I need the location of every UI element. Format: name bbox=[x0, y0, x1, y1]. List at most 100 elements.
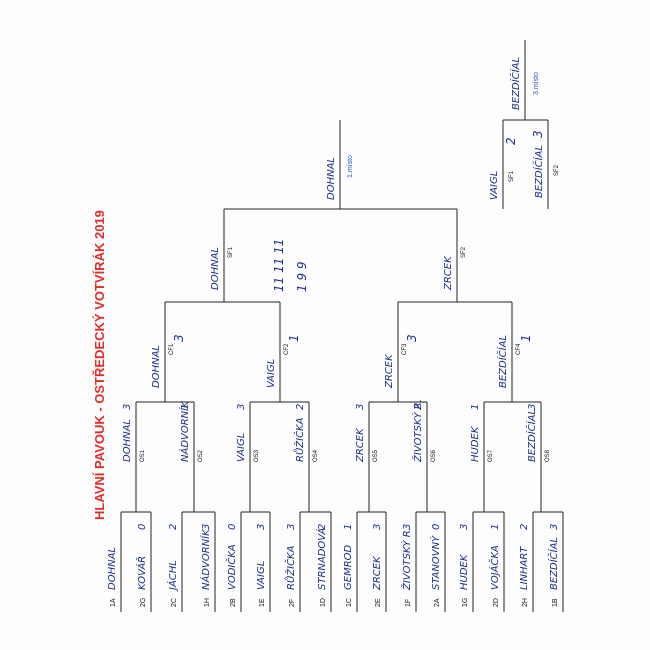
third-place-label: 3.místo bbox=[533, 72, 540, 95]
match-score: 3 bbox=[172, 334, 186, 342]
player-name: LINHART bbox=[519, 546, 530, 590]
player-name: HUDEK bbox=[470, 425, 481, 462]
match-score: 3 bbox=[402, 524, 413, 530]
match-score: 2 bbox=[504, 137, 518, 145]
player-name: ZRCEK bbox=[372, 555, 383, 591]
player-name: KOVÁŘ bbox=[135, 556, 148, 590]
player-name: HUDEK bbox=[459, 553, 470, 590]
match-code: SF2 bbox=[554, 164, 560, 176]
match-score: 3 bbox=[236, 404, 247, 410]
match-code: SF1 bbox=[509, 170, 515, 182]
match-code: OS8 bbox=[545, 449, 551, 462]
seed-label: 2H bbox=[522, 598, 529, 607]
player-name: VAIGL bbox=[236, 433, 247, 462]
match-code: CF1 bbox=[169, 343, 175, 355]
match-score: 1 bbox=[519, 334, 533, 342]
match-score: 3 bbox=[459, 524, 470, 530]
match-score: 3 bbox=[355, 404, 366, 410]
match-score: 1 bbox=[180, 404, 191, 410]
seed-label: 2G bbox=[140, 598, 147, 607]
player-name: ŽIVOTSKÝ R. bbox=[400, 527, 413, 591]
match-score: 0 bbox=[431, 524, 442, 530]
match-score: 3 bbox=[286, 524, 297, 530]
player-name: BEZDÍČÍAL bbox=[496, 335, 509, 388]
player-name: DOHNAL bbox=[122, 419, 133, 462]
player-name: DOHNAL bbox=[210, 247, 221, 290]
match-code: CF4 bbox=[516, 343, 522, 355]
final-winner: DOHNAL bbox=[326, 157, 337, 200]
match-score: 3 bbox=[405, 334, 419, 342]
match-score: 11 11 11 bbox=[272, 239, 286, 292]
player-name: VODIČKA bbox=[225, 544, 238, 590]
player-name: GEMROD bbox=[343, 544, 354, 590]
match-score: 0 bbox=[227, 524, 238, 530]
match-code: OS1 bbox=[140, 449, 146, 462]
match-code: OS7 bbox=[488, 449, 494, 462]
match-score: 3 bbox=[531, 130, 545, 138]
player-name: NÁDVORNÍK bbox=[199, 528, 212, 590]
third-place-winner: BEZDÍČÍAL bbox=[509, 57, 522, 110]
seed-label: 1H bbox=[204, 598, 211, 607]
player-name: RŮŽIČKA bbox=[293, 417, 306, 462]
match-score: 2 bbox=[413, 404, 424, 410]
seed-label: 2D bbox=[493, 598, 500, 607]
player-name: JÁCHL bbox=[166, 560, 179, 592]
seed-label: 1B bbox=[552, 598, 559, 607]
match-score: 3 bbox=[372, 524, 383, 530]
match-score: 2 bbox=[295, 404, 306, 410]
player-name: ŽIVOTSKÝ R. bbox=[411, 399, 424, 463]
match-code: OS2 bbox=[198, 449, 204, 462]
match-score: 3 bbox=[201, 524, 212, 530]
match-score: 3 bbox=[527, 404, 538, 410]
seed-label: 1D bbox=[320, 598, 327, 607]
player-name: DOHNAL bbox=[107, 547, 118, 590]
player-name: NÁDVORNÍK bbox=[178, 400, 191, 462]
player-name: ZRCEK bbox=[384, 353, 395, 389]
player-name: VAIGL bbox=[489, 171, 500, 200]
match-code: SF2 bbox=[461, 246, 467, 258]
player-name: ZRCEK bbox=[443, 255, 454, 291]
player-name: RŮŽIČKA bbox=[284, 545, 297, 590]
seed-label: 1E bbox=[259, 598, 266, 607]
player-name: BEZDÍČÍAL bbox=[525, 409, 538, 462]
match-score: 1 bbox=[470, 404, 481, 410]
seed-label: 1C bbox=[346, 598, 353, 607]
seed-label: 1G bbox=[462, 598, 469, 607]
player-name: VAIGL bbox=[266, 359, 277, 388]
seed-label: 2F bbox=[289, 599, 296, 607]
player-name: VOJÁČKA bbox=[488, 545, 501, 590]
match-code: CF3 bbox=[402, 343, 408, 355]
match-score: 0 bbox=[137, 524, 148, 530]
player-name: BEZDÍČÍAL bbox=[547, 537, 560, 590]
match-code: OS5 bbox=[373, 449, 379, 462]
match-code: OS3 bbox=[254, 449, 260, 462]
match-score: 2 bbox=[519, 524, 530, 530]
match-score: 2 bbox=[317, 524, 328, 530]
match-score: 1 bbox=[490, 524, 501, 530]
player-name: STRNADOVÁ bbox=[315, 528, 328, 590]
match-code: SF1 bbox=[228, 246, 234, 258]
player-name: VAIGL bbox=[256, 561, 267, 590]
match-code: OS4 bbox=[313, 449, 319, 462]
match-score: 1 bbox=[343, 524, 354, 530]
sheet-title: HLAVNÍ PAVOUK - OSTŘEDECKÝ VOTVÍRÁK 2019 bbox=[92, 210, 107, 520]
seed-label: 1F bbox=[405, 599, 412, 607]
match-score: 3 bbox=[256, 524, 267, 530]
seed-label: 2A bbox=[434, 598, 441, 607]
match-score: 1 9 9 bbox=[295, 261, 309, 292]
bracket-labels: 1ADOHNAL2GKOVÁŘ02CJÁCHL21HNÁDVORNÍK32BVO… bbox=[107, 57, 560, 607]
seed-label: 2C bbox=[171, 598, 178, 607]
bracket-lines bbox=[120, 40, 564, 612]
first-place-label: 1.místo bbox=[347, 155, 354, 178]
match-score: 2 bbox=[168, 524, 179, 530]
match-code: OS6 bbox=[431, 449, 437, 462]
player-name: ZRCEK bbox=[355, 427, 366, 463]
match-score: 3 bbox=[549, 524, 560, 530]
match-code: CF2 bbox=[284, 343, 290, 355]
player-name: DOHNAL bbox=[151, 345, 162, 388]
match-score: 3 bbox=[122, 404, 133, 410]
seed-label: 2B bbox=[230, 598, 237, 607]
player-name: BEZDÍČÍAL bbox=[532, 145, 545, 198]
